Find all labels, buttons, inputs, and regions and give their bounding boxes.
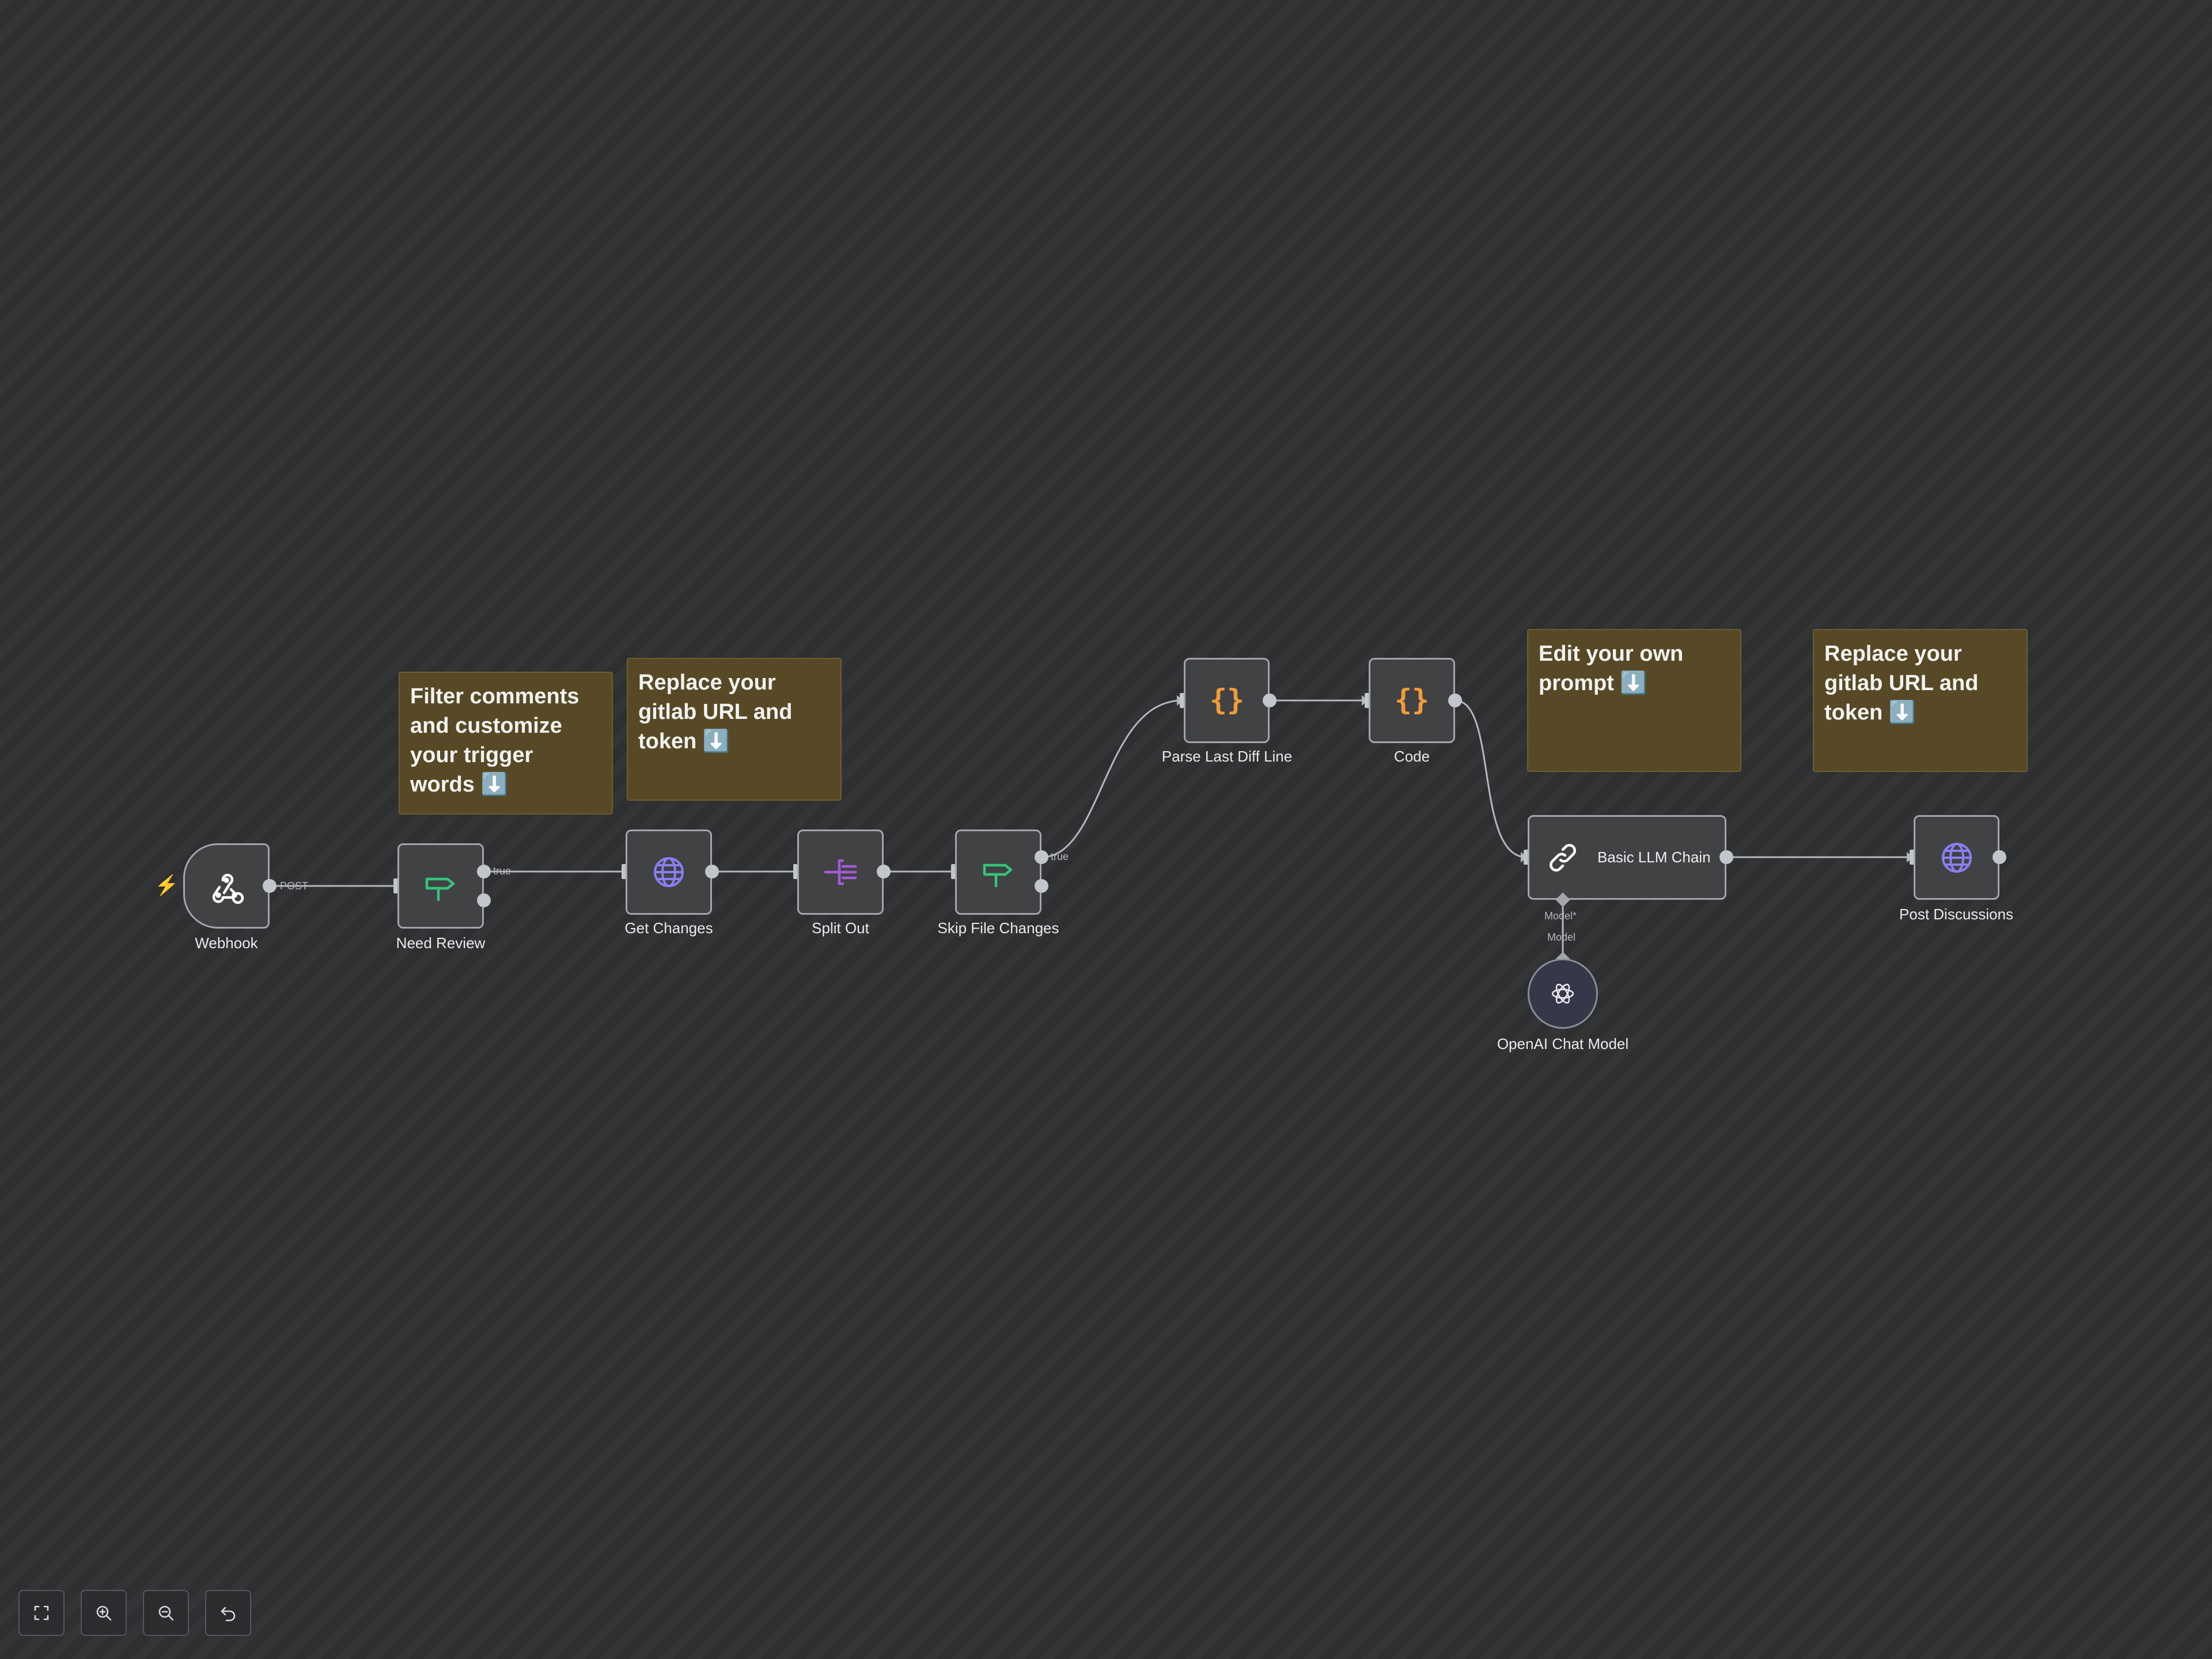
code-label: Code bbox=[1393, 748, 1430, 765]
edge-skip-file-changes-parse-last-diff-line bbox=[1041, 699, 1183, 858]
skip-file-changes-true-label: true bbox=[1051, 851, 1069, 862]
undo-icon bbox=[221, 1607, 236, 1622]
node-basic-llm-chain[interactable]: Basic LLM Chain bbox=[1528, 815, 1726, 900]
node-post-discussions[interactable] bbox=[1914, 815, 1999, 900]
parse-last-diff-line-input-port[interactable] bbox=[1180, 693, 1185, 708]
get-changes-input-port[interactable] bbox=[622, 864, 627, 879]
skip-file-changes-false-port[interactable] bbox=[1035, 879, 1048, 893]
llm-model-required-label: Model* bbox=[1544, 910, 1577, 922]
zoom-out-button[interactable] bbox=[143, 1590, 189, 1636]
zoom-out-icon bbox=[158, 1605, 174, 1621]
edge-code-basic-llm-chain bbox=[1455, 699, 1527, 858]
skip-file-changes-label: Skip File Changes bbox=[937, 919, 1059, 937]
signpost-icon bbox=[983, 863, 1013, 888]
globe-icon bbox=[1941, 842, 1972, 873]
parse-last-diff-line-label: Parse Last Diff Line bbox=[1161, 748, 1293, 765]
node-get-changes[interactable] bbox=[626, 830, 712, 915]
node-code[interactable]: {} bbox=[1369, 658, 1455, 743]
node-openai-chat-model[interactable] bbox=[1528, 959, 1598, 1029]
zoom-in-icon bbox=[96, 1605, 112, 1621]
node-split-out[interactable] bbox=[797, 830, 884, 915]
webhook-label: Webhook bbox=[195, 934, 258, 952]
need-review-input-port[interactable] bbox=[393, 878, 399, 893]
node-need-review[interactable] bbox=[397, 843, 484, 929]
split-out-label: Split Out bbox=[812, 919, 869, 937]
code-input-port[interactable] bbox=[1365, 693, 1370, 708]
sticky-note-replace-gitlab-url[interactable]: Replace your gitlab URL and token ⬇️ bbox=[627, 658, 842, 801]
post-discussions-input-port[interactable] bbox=[1910, 850, 1915, 865]
basic-llm-chain-output-port[interactable] bbox=[1719, 850, 1733, 864]
sticky-note-filter-comments[interactable]: Filter comments and customize your trigg… bbox=[399, 672, 613, 815]
webhook-post-label: POST bbox=[280, 880, 309, 892]
code-output-port[interactable] bbox=[1448, 694, 1462, 707]
split-out-input-port[interactable] bbox=[793, 864, 799, 879]
svg-text:{}: {} bbox=[1209, 683, 1244, 717]
fit-view-button[interactable] bbox=[18, 1590, 65, 1636]
fit-view-icon bbox=[34, 1605, 49, 1620]
braces-icon: {} bbox=[1209, 683, 1244, 717]
trigger-bolt-icon: ⚡ bbox=[154, 874, 179, 896]
parse-last-diff-line-output-port[interactable] bbox=[1263, 694, 1277, 707]
skip-file-changes-true-port[interactable] bbox=[1035, 850, 1048, 864]
need-review-label: Need Review bbox=[396, 934, 486, 952]
need-review-false-port[interactable] bbox=[477, 893, 491, 907]
webhook-icon bbox=[212, 873, 244, 904]
split-icon bbox=[824, 859, 857, 885]
node-parse-last-diff-line[interactable]: {} bbox=[1184, 658, 1270, 743]
openai-icon bbox=[1551, 983, 1574, 1004]
need-review-true-port[interactable] bbox=[477, 865, 491, 878]
link-icon bbox=[1550, 843, 1576, 872]
braces-icon: {} bbox=[1395, 683, 1429, 717]
get-changes-label: Get Changes bbox=[624, 919, 713, 937]
sticky-note-edit-prompt[interactable]: Edit your own prompt ⬇️ bbox=[1527, 629, 1741, 772]
need-review-true-label: true bbox=[493, 865, 512, 877]
basic-llm-chain-label: Basic LLM Chain bbox=[1597, 849, 1711, 866]
sticky-note-replace-gitlab-url-2[interactable]: Replace your gitlab URL and token ⬇️ bbox=[1813, 629, 2028, 772]
signpost-icon bbox=[425, 877, 455, 902]
node-webhook[interactable] bbox=[183, 843, 270, 929]
node-skip-file-changes[interactable] bbox=[955, 830, 1041, 915]
post-discussions-label: Post Discussions bbox=[1899, 906, 2013, 923]
skip-file-changes-input-port[interactable] bbox=[951, 864, 957, 879]
svg-text:{}: {} bbox=[1395, 683, 1429, 717]
zoom-in-button[interactable] bbox=[81, 1590, 127, 1636]
openai-chat-model-label: OpenAI Chat Model bbox=[1497, 1035, 1629, 1052]
model-output-label: Model bbox=[1547, 931, 1576, 943]
basic-llm-chain-input-port[interactable] bbox=[1524, 850, 1529, 865]
split-out-output-port[interactable] bbox=[877, 865, 891, 878]
post-discussions-output-port[interactable] bbox=[1993, 850, 2006, 864]
get-changes-output-port[interactable] bbox=[705, 865, 719, 878]
undo-button[interactable] bbox=[205, 1590, 251, 1636]
webhook-output-port[interactable] bbox=[263, 879, 276, 893]
globe-icon bbox=[654, 857, 684, 887]
